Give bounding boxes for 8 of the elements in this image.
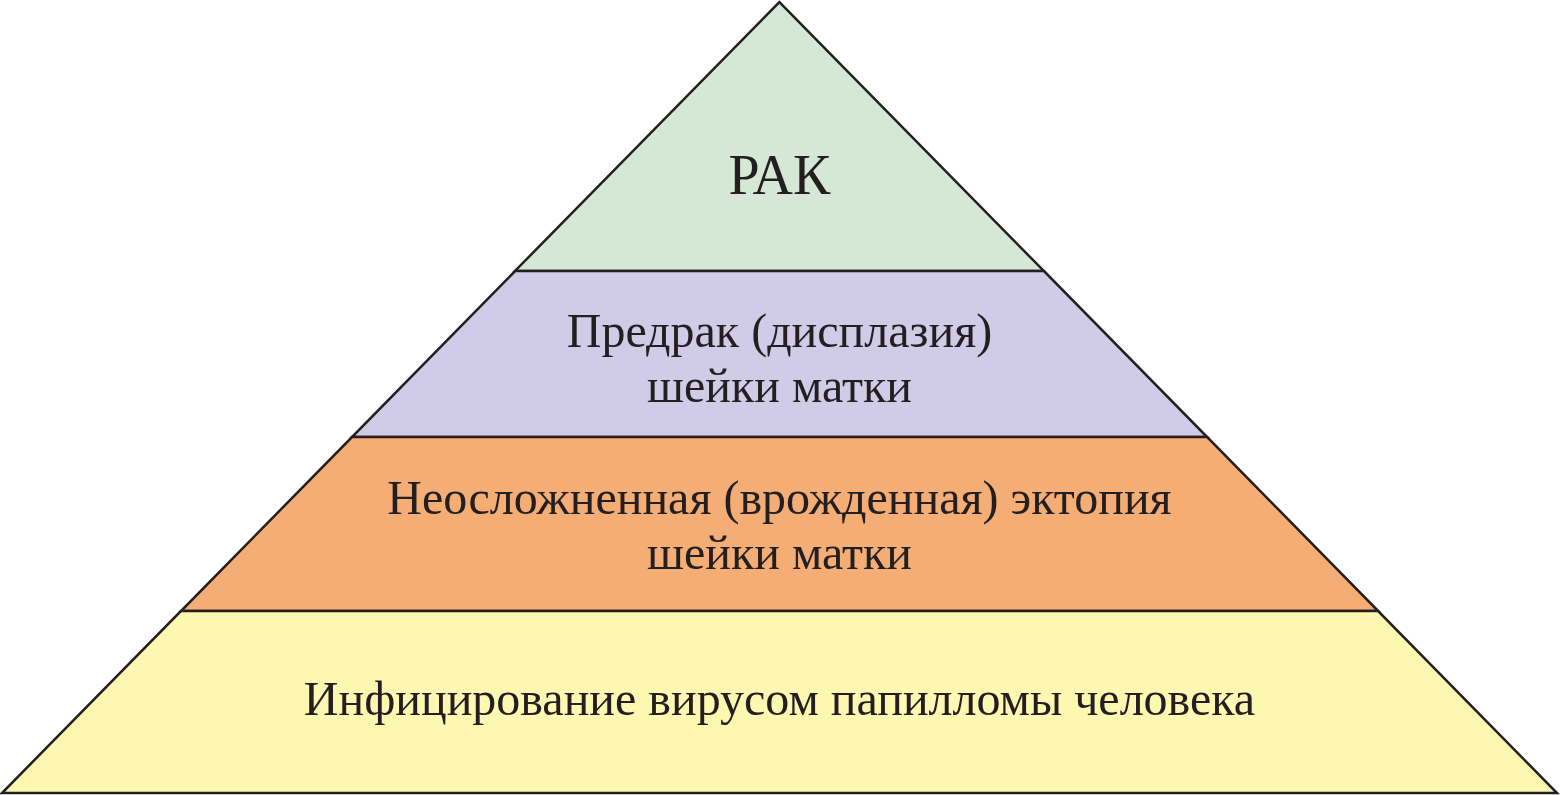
tier-label: Инфицирование вирусом папилломы человека <box>302 670 1257 726</box>
tier-label: РАК <box>727 143 832 208</box>
tier-label: Предрак (дисплазия) шейки матки <box>565 303 994 414</box>
pyramid-tier <box>180 437 1379 611</box>
pyramid-tier <box>515 2 1044 271</box>
pyramid-tier <box>351 271 1208 437</box>
tier-label: Неосложненная (врожденная) эктопия шейки матки <box>386 470 1173 581</box>
pyramid-tier <box>2 611 1557 793</box>
